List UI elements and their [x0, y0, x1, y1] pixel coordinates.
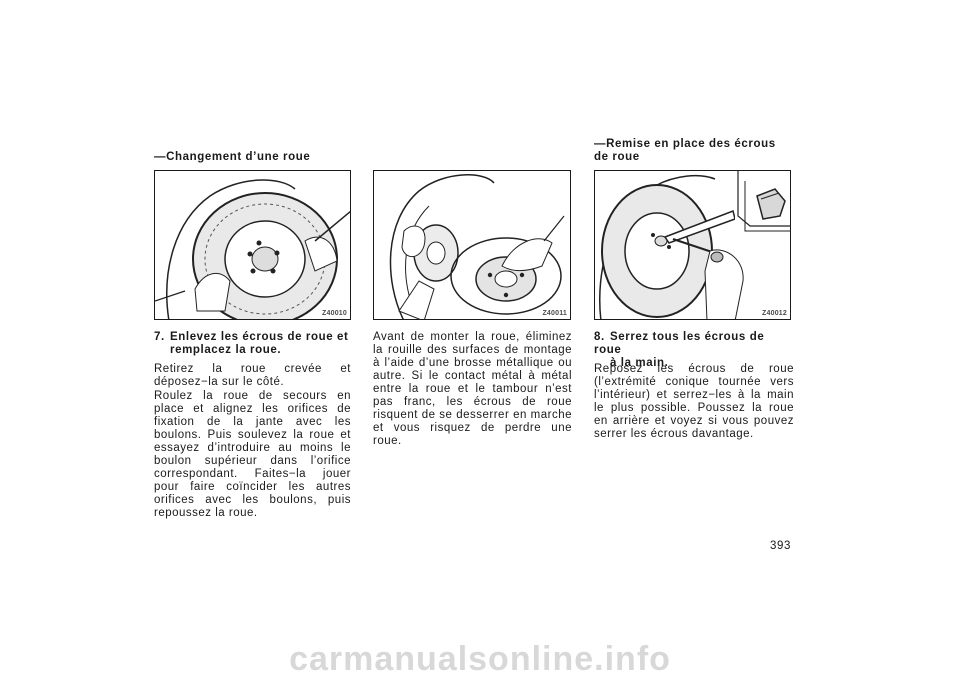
step-7-paragraph-1: Retirez la roue crevée et déposez−la sur… [154, 363, 351, 388]
nut-installation-illustration [599, 171, 790, 319]
figure-hub-cleaning: Z40011 [373, 170, 571, 320]
step-7-title-line2: remplacez la roue. [170, 344, 282, 356]
step-8-paragraph: Reposez les écrous de roue (l’extrémité … [594, 363, 794, 440]
step-7-number: 7. [154, 331, 165, 343]
step-8-title-line1: Serrez tous les écrous de roue [594, 331, 765, 356]
step-7-paragraph-2: Roulez la roue de secours en place et al… [154, 390, 351, 519]
step-7-title-line1: Enlevez les écrous de roue et [170, 331, 349, 343]
hub-cleaning-illustration [389, 174, 565, 319]
section-heading-remise-line1: —Remise en place des écrous [594, 138, 776, 150]
wheel-removal-illustration [155, 179, 350, 319]
figure-code-3: Z40012 [762, 310, 787, 317]
figure-nut-installation: Z40012 [594, 170, 791, 320]
step-8-number: 8. [594, 331, 605, 343]
figure-code-1: Z40010 [322, 310, 347, 317]
section-heading-remise-line2: de roue [594, 151, 640, 163]
step-8-title: 8.Serrez tous les écrous de roue à la ma… [594, 331, 794, 370]
watermark-text: carmanualsonline.info [289, 640, 671, 678]
middle-paragraph: Avant de monter la roue, éliminez la rou… [373, 331, 572, 447]
figure-code-2: Z40011 [542, 310, 567, 317]
section-heading-changement: —Changement d’une roue [154, 151, 311, 163]
section-heading-remise: —Remise en place des écrous de roue [594, 138, 776, 164]
page-number: 393 [770, 540, 791, 552]
step-8-title-line2: à la main. [610, 357, 669, 369]
figure-wheel-removal: Z40010 [154, 170, 351, 320]
step-7-title: 7. Enlevez les écrous de roue et remplace… [154, 331, 351, 357]
